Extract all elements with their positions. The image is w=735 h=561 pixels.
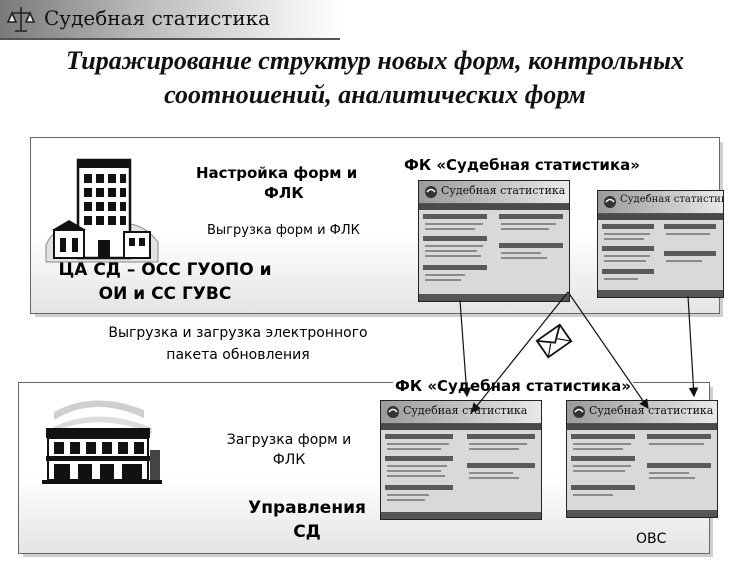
app-screenshot-title: Судебная статистика (620, 194, 724, 205)
setup-forms-label: Настройка форм и ФЛК (196, 163, 357, 203)
arrow-top1-to-bottom1 (459, 299, 472, 398)
app-screenshot-footer (381, 512, 541, 519)
app-screenshot-footer (598, 290, 723, 297)
app-logo-icon (425, 186, 437, 198)
arrow-top2-to-bottom2 (687, 295, 699, 398)
app-screenshot-title: Судебная статистика (403, 404, 528, 417)
page-title-line-1: Тиражирование структур новых форм, контр… (66, 46, 684, 75)
office-building-icon (45, 158, 159, 263)
app-screenshot-menu-bar (567, 424, 717, 430)
update-package-label: Выгрузка и загрузка электронного пакета … (88, 322, 388, 366)
app-screenshot-menu-bar (598, 214, 723, 220)
app-screenshot-menu-bar (419, 204, 569, 210)
app-screenshot-title: Судебная статистика (441, 184, 566, 197)
app-logo-icon (604, 196, 616, 208)
central-office-name-line-2: ОИ и СС ГУВС (98, 284, 232, 304)
central-office-name: ЦА СД – ОСС ГУОПО и ОИ и СС ГУВС (40, 258, 290, 306)
arrow-top1-to-bottom2 (567, 291, 649, 409)
app-screenshot-header (419, 181, 569, 204)
app-screenshot-title: Судебная статистика (589, 404, 714, 417)
app-screenshot-footer (567, 510, 717, 517)
app-screenshot-bottom-1: Судебная статистика (380, 400, 542, 520)
update-package-line-1: Выгрузка и загрузка электронного (108, 325, 368, 341)
regional-office-name-line-2: СД (293, 522, 321, 542)
setup-forms-line-1: Настройка форм и (196, 164, 358, 182)
load-forms-line-1: Загрузка форм и (226, 432, 352, 448)
app-screenshot-header (567, 401, 717, 424)
page-title: Тиражирование структур новых форм, контр… (30, 44, 720, 112)
app-screenshot-bottom-2: Судебная статистика (566, 400, 718, 518)
page-title-line-2: соотношений, аналитических форм (164, 80, 586, 109)
regional-office-name: Управления СД (232, 496, 382, 544)
fk-bottom-label: ФК «Судебная статистика» (393, 377, 633, 395)
app-screenshot-top-1: Судебная статистика (418, 180, 570, 302)
regional-office-name-line-1: Управления (248, 498, 366, 518)
header-title: Судебная статистика (44, 6, 271, 30)
app-logo-icon (387, 406, 399, 418)
ovs-label: ОВС (636, 531, 667, 547)
app-screenshot-header (598, 191, 723, 214)
envelope-icon (535, 323, 573, 359)
header-underline (0, 38, 340, 40)
central-office-name-line-1: ЦА СД – ОСС ГУОПО и (58, 260, 272, 280)
update-package-line-2: пакета обновления (166, 347, 310, 363)
load-forms-label: Загрузка форм и ФЛК (214, 430, 364, 470)
load-forms-line-2: ФЛК (272, 452, 306, 468)
app-screenshot-footer (419, 294, 569, 301)
fk-top-label: ФК «Судебная статистика» (404, 156, 640, 174)
arrow-top1-to-bottom1-b (471, 291, 569, 413)
header-bar (0, 0, 340, 38)
regional-building-icon (42, 400, 162, 484)
app-logo-icon (573, 406, 585, 418)
scales-logo-icon (6, 7, 36, 32)
app-screenshot-menu-bar (381, 424, 541, 430)
app-screenshot-header (381, 401, 541, 424)
setup-forms-line-2: ФЛК (264, 184, 304, 202)
app-screenshot-top-2: Судебная статистика (597, 190, 724, 298)
export-forms-label: Выгрузка форм и ФЛК (207, 223, 360, 238)
